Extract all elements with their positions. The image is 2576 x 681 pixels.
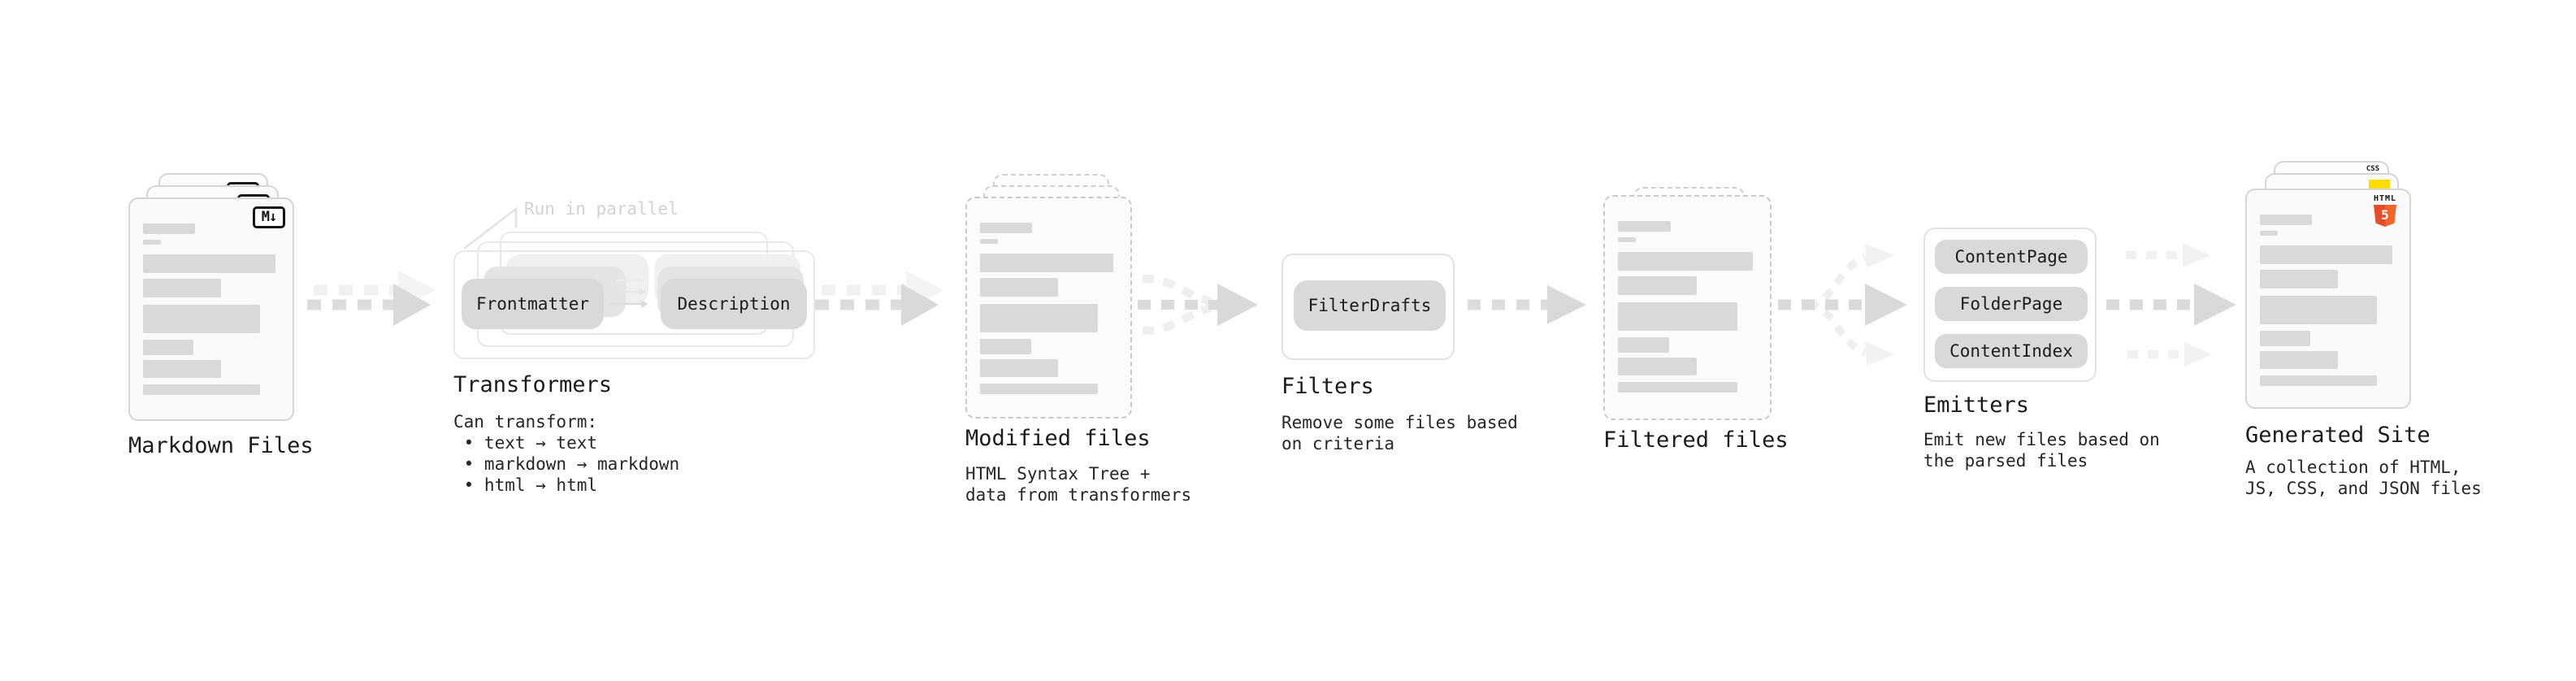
placeholder-line <box>143 223 195 234</box>
markdown-files-label: Markdown Files <box>128 433 314 458</box>
placeholder-line <box>1618 302 1738 331</box>
placeholder-line <box>1618 276 1698 295</box>
placeholder-line <box>1618 337 1670 353</box>
description-line: JS, CSS, and JSON files <box>2245 479 2482 498</box>
placeholder-line <box>1618 358 1698 375</box>
flow-arrow-markdown-to-transformers <box>307 271 436 326</box>
css-icon-label: CSS <box>2366 165 2380 173</box>
placeholder-line <box>2260 231 2278 236</box>
placeholder-line <box>980 278 1059 297</box>
modified-files-stack <box>965 174 1140 426</box>
flow-arrow-filtered-to-emitters <box>1778 244 1907 366</box>
filters-heading: Filters <box>1281 374 1374 399</box>
description-line: Can transform: <box>453 412 598 432</box>
placeholder-line <box>143 305 261 333</box>
placeholder-line <box>980 304 1099 332</box>
contentpage-box: ContentPage <box>1935 240 2088 274</box>
html5-icon-shield: 5 <box>2374 205 2396 227</box>
markdown-file-card-front: M↓ <box>128 197 294 421</box>
transformer-layer-front <box>453 250 815 359</box>
description-line: Emit new files based on <box>1923 430 2160 449</box>
description-box: Description <box>661 279 807 329</box>
generated-site-stack: CSS HTML 5 <box>2245 161 2420 421</box>
placeholder-line <box>2260 375 2378 386</box>
frontmatter-box: Frontmatter <box>462 279 604 329</box>
placeholder-line <box>2260 245 2392 264</box>
placeholder-line <box>143 279 221 297</box>
modified-file-card-front <box>965 197 1132 419</box>
placeholder-line <box>143 254 275 273</box>
modified-files-label: Modified files <box>965 426 1151 451</box>
placeholder-line <box>1618 221 1671 232</box>
transformer-internal-arrows <box>610 277 648 308</box>
flow-arrow-transformers-to-modified <box>815 271 943 326</box>
placeholder-line <box>1618 252 1753 271</box>
description-line: Remove some files based <box>1281 413 1518 432</box>
emitters-heading: Emitters <box>1923 393 2030 418</box>
transformers-description: Can transform: • text → text • markdown … <box>453 411 679 496</box>
placeholder-line <box>143 384 261 395</box>
html5-icon-label: HTML <box>2373 194 2397 203</box>
description-line: • html → html <box>453 475 598 495</box>
placeholder-line <box>143 240 161 245</box>
placeholder-line <box>2260 331 2311 346</box>
emitters-description: Emit new files based on the parsed files <box>1923 429 2160 471</box>
placeholder-line <box>1618 237 1637 242</box>
placeholder-line <box>980 239 998 244</box>
filters-box: FilterDrafts <box>1281 254 1455 360</box>
folderpage-box: FolderPage <box>1935 287 2088 321</box>
description-line: HTML Syntax Tree + <box>965 464 1151 484</box>
modified-files-description: HTML Syntax Tree + data from transformer… <box>965 463 1191 505</box>
placeholder-line <box>980 339 1031 354</box>
placeholder-line <box>2260 296 2378 324</box>
contentindex-box: ContentIndex <box>1935 334 2088 368</box>
parallel-note-leader-line <box>463 206 518 249</box>
flow-arrow-filters-to-filtered <box>1468 285 1586 324</box>
placeholder-line <box>2260 270 2338 288</box>
description-line: • text → text <box>453 433 598 453</box>
placeholder-line <box>2260 351 2338 369</box>
filters-description: Remove some files based on criteria <box>1281 412 1518 454</box>
description-line: data from transformers <box>965 485 1192 505</box>
html5-icon: HTML 5 <box>2367 195 2403 227</box>
description-line: the parsed files <box>1923 451 2088 471</box>
filtered-files-stack <box>1603 187 1778 431</box>
filtered-files-label: Filtered files <box>1603 427 1789 453</box>
description-line: • markdown → markdown <box>453 454 680 474</box>
description-line: A collection of HTML, <box>2245 458 2461 477</box>
placeholder-line <box>143 340 194 355</box>
placeholder-line <box>980 359 1059 377</box>
js-icon <box>2369 180 2390 189</box>
placeholder-line <box>2260 215 2312 225</box>
emitters-box: ContentPage FolderPage ContentIndex <box>1923 228 2097 382</box>
filtered-file-card-front <box>1603 195 1772 420</box>
flow-arrow-emitters-to-site <box>2106 243 2236 367</box>
description-line: on criteria <box>1281 434 1395 453</box>
placeholder-line <box>1618 382 1738 393</box>
flow-arrow-modified-to-filters <box>1138 275 1258 335</box>
transformers-heading: Transformers <box>453 372 613 397</box>
placeholder-line <box>980 223 1033 233</box>
filterdrafts-box: FilterDrafts <box>1294 280 1446 331</box>
generated-site-description: A collection of HTML, JS, CSS, and JSON … <box>2245 457 2482 499</box>
placeholder-line <box>980 254 1113 272</box>
generated-site-label: Generated Site <box>2245 423 2431 448</box>
markdown-files-stack: M↓ M↓ M↓ <box>128 173 315 425</box>
markdown-icon: M↓ <box>253 206 285 228</box>
placeholder-line <box>980 384 1099 394</box>
placeholder-line <box>143 360 221 378</box>
run-in-parallel-note: Run in parallel <box>524 199 679 219</box>
site-file-card-html: HTML 5 <box>2245 189 2411 409</box>
